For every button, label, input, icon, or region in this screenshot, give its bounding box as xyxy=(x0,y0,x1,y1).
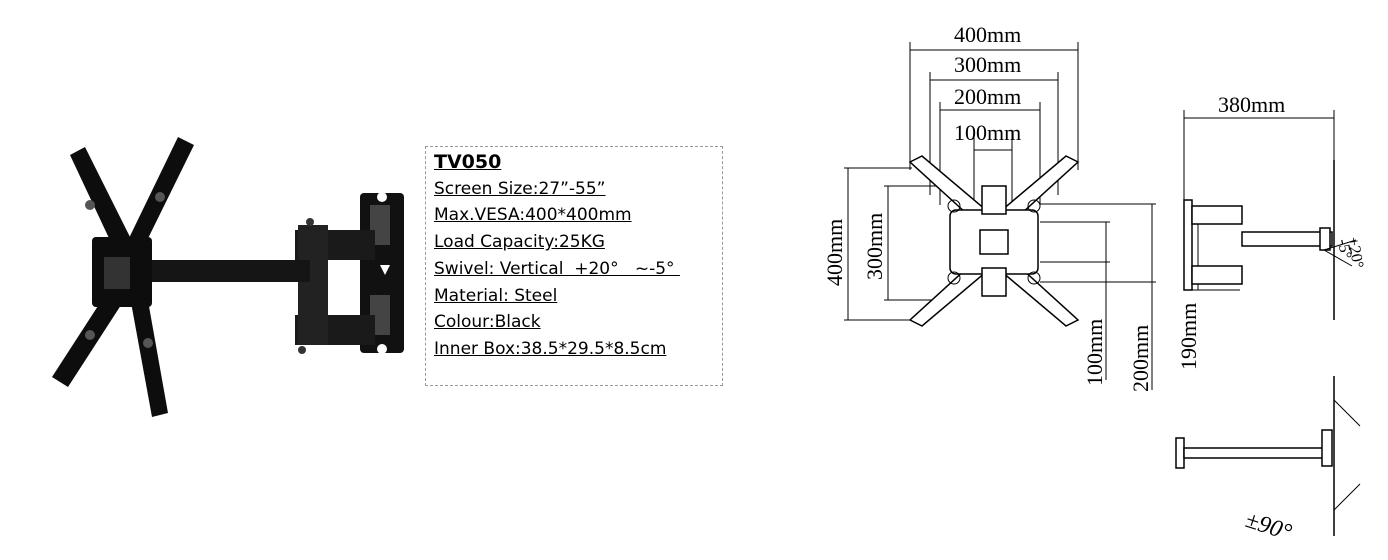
spec-box: TV050 Screen Size:27”-55” Max.VESA:400*4… xyxy=(425,146,723,386)
product-photo xyxy=(52,137,404,417)
dim-height-100: 100mm xyxy=(1082,319,1107,386)
spec-inner-box: Inner Box:38.5*29.5*8.5cm xyxy=(434,338,667,359)
spec-swivel: Swivel: Vertical +20° ~-5° xyxy=(434,258,680,279)
model-title: TV050 xyxy=(434,151,502,173)
spec-screen-size: Screen Size:27”-55” xyxy=(434,178,606,199)
tilt-up-label: +20° xyxy=(1344,236,1366,270)
dim-depth-380: 380mm xyxy=(1218,92,1285,117)
dim-height-200: 200mm xyxy=(1128,325,1153,392)
dim-width-300: 300mm xyxy=(954,52,1021,77)
spec-load-capacity: Load Capacity:25KG xyxy=(434,232,605,253)
dim-height-190: 190mm xyxy=(1176,303,1201,370)
spec-colour: Colour:Black xyxy=(434,312,541,333)
technical-drawing: 400mm 300mm 200mm 100mm 380mm 400mm 300m… xyxy=(822,22,1366,546)
dim-height-400: 400mm xyxy=(822,219,847,286)
bracket-side-view xyxy=(1183,160,1335,320)
dim-width-200: 200mm xyxy=(954,84,1021,109)
swivel-label: ±90° xyxy=(1242,507,1295,546)
dim-height-300: 300mm xyxy=(862,213,887,280)
extension-arm xyxy=(130,260,310,282)
bracket-front-view xyxy=(908,155,1080,327)
spec-max-vesa: Max.VESA:400*400mm xyxy=(434,205,632,226)
dim-width-100: 100mm xyxy=(954,120,1021,145)
dim-width-400: 400mm xyxy=(954,22,1021,47)
spec-material: Material: Steel xyxy=(434,285,558,306)
tilt-down-label: -5° xyxy=(1334,238,1354,260)
